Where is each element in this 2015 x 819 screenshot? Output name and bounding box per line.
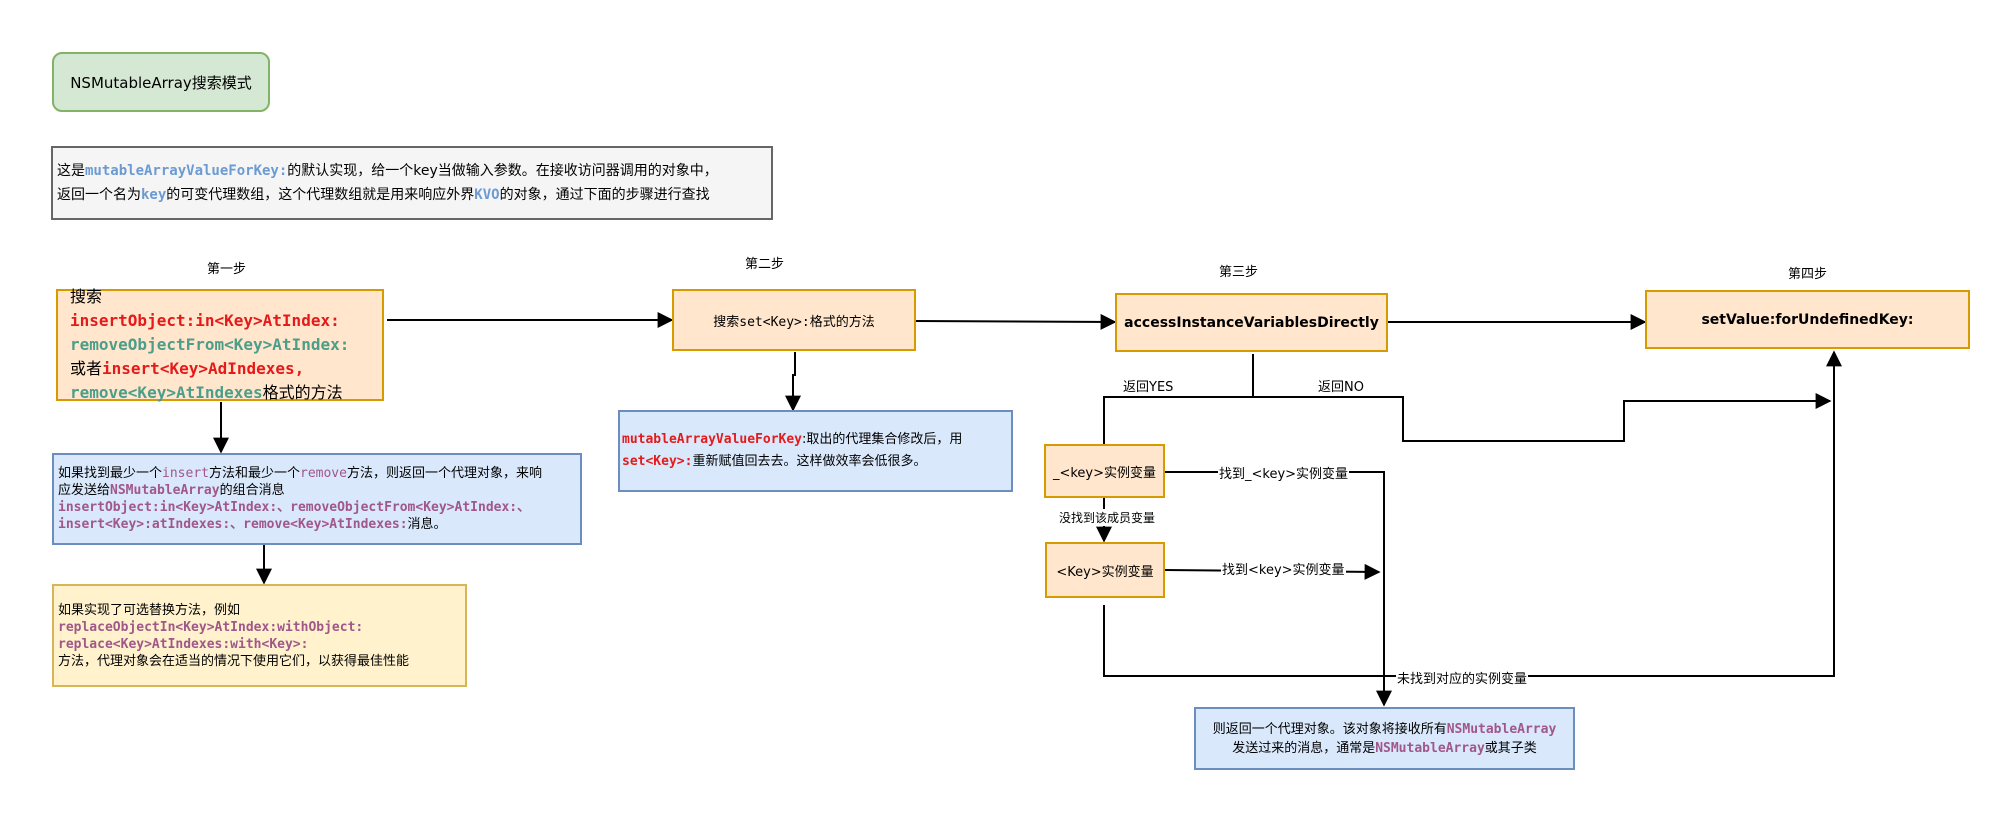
step1-suffix: 格式的方法 [262,383,343,402]
step2-suffix: 格式的方法 [809,314,875,330]
result-text-3: 或其子类 [1484,740,1537,756]
no-label: 返回NO [1318,380,1364,395]
title-box: NSMutableArray搜索模式 [52,52,270,112]
optional-code-2: replace<Key>AtIndexes:with<Key>: [58,636,309,652]
step4-text: setValue:forUndefinedKey: [1701,311,1914,328]
found-code-class: NSMutableArray [110,483,220,498]
step2-note-text: mutableArrayValueForKey:取出的代理集合修改后，用 set… [622,429,962,473]
result-code-2: NSMutableArray [1375,740,1485,756]
intro-text-2: 的默认实现，给一个 [287,163,414,179]
title-text: NSMutableArray搜索模式 [70,73,252,92]
step1-optional-text: 如果实现了可选替换方法，例如 replaceObjectIn<Key>AtInd… [58,602,409,670]
step4-label: 第四步 [1788,267,1828,282]
result-text: 则返回一个代理对象。该对象将接收所有NSMutableArray 发送过来的消息… [1213,720,1557,758]
found-text-2: 方法和最少一个 [208,466,300,481]
step2-prefix: 搜索 [713,314,740,330]
found-code-messages-1: insertObject:in<Key>AtIndex:、removeObjec… [58,500,531,515]
found-text-3: 方法，则返回一个代理对象，来响 [346,466,542,481]
edge-step2-to-note [785,352,801,412]
optional-text-2: 方法，代理对象会在适当的情况下使用它们，以获得最佳性能 [58,653,410,669]
found-text-6: 消息。 [407,517,447,532]
step1-box: 搜索 insertObject:in<Key>AtIndex: removeObj… [56,287,384,402]
found-text-5: 的组合消息 [219,483,285,498]
optional-code-1: replaceObjectIn<Key>AtIndex:withObject: [58,619,364,635]
found-code-messages-2: insert<Key>:atIndexes:、remove<Key>AtInde… [58,517,408,532]
intro-code-key: key [141,187,167,203]
intro-box: 这是mutableArrayValueForKey:的默认实现，给一个key当做… [51,146,773,220]
step1-code-remove: removeObjectFrom<Key>AtIndex: [70,335,350,354]
step1-label: 第一步 [207,262,247,277]
found-text-4: 应发送给 [58,483,111,498]
note-text-1: :取出的代理集合修改后，用 [802,432,963,447]
step1-found-box: 如果找到最少一个insert方法和最少一个remove方法，则返回一个代理对象，… [52,453,582,545]
yes-label: 返回YES [1123,380,1174,395]
intro-text-4: 返回一个名为 [57,187,141,203]
ivar1-box: _<key>实例变量 [1044,444,1165,498]
result-text-2: 发送过来的消息，通常是 [1232,740,1376,756]
step3-label: 第三步 [1219,265,1259,280]
edge-ivar1-found [1165,471,1392,707]
result-box: 则返回一个代理对象。该对象将接收所有NSMutableArray 发送过来的消息… [1194,707,1575,770]
intro-text-1: 这是 [57,163,85,179]
note-code-2: set<Key>: [622,454,693,469]
step1-code-insert-indexes: insert<Key>AdIndexes, [102,359,305,378]
step1-prefix: 搜索 [70,287,103,306]
step1-or: 或者 [70,359,103,378]
edge-step2-to-step3 [914,313,1117,330]
intro-code-kvo: KVO [474,187,500,203]
step2-box: 搜索set<Key>:格式的方法 [672,289,916,351]
step1-optional-box: 如果实现了可选替换方法，例如 replaceObjectIn<Key>AtInd… [52,584,467,687]
intro-text: 这是mutableArrayValueForKey:的默认实现，给一个key当做… [57,159,718,207]
step2-code: set<Key>: [739,314,810,330]
step1-text: 搜索 insertObject:in<Key>AtIndex: removeObj… [70,285,370,405]
step3-box: accessInstanceVariablesDirectly [1115,293,1388,352]
optional-text-1: 如果实现了可选替换方法，例如 [58,602,241,618]
step3-text: accessInstanceVariablesDirectly [1124,314,1379,331]
found-ivar1-label: 找到_<key>实例变量 [1218,463,1350,482]
not-found-ivar-label: 未找到对应的实例变量 [1396,668,1529,687]
ivar1-text: _<key>实例变量 [1052,465,1157,481]
intro-code-method: mutableArrayValueForKey: [85,163,288,179]
found-ivar2-label: 找到<key>实例变量 [1221,559,1346,578]
step2-note-box: mutableArrayValueForKey:取出的代理集合修改后，用 set… [618,410,1013,492]
edge-step3-yes [1103,354,1254,444]
found-code-remove: remove [300,466,347,481]
ivar2-text: <Key>实例变量 [1056,564,1154,580]
step4-box: setValue:forUndefinedKey: [1645,290,1970,349]
found-text-1: 如果找到最少一个 [58,466,163,481]
found-code-insert: insert [162,466,209,481]
step1-found-text: 如果找到最少一个insert方法和最少一个remove方法，则返回一个代理对象，… [58,465,542,533]
note-code-1: mutableArrayValueForKey [622,432,803,447]
step1-code-remove-indexes: remove<Key>AtIndexes [70,383,263,402]
intro-text-5: 的可变代理数组，这个代理数组就是用来响应外界 [166,187,475,203]
step2-label: 第二步 [745,257,785,272]
step1-code-insert: insertObject:in<Key>AtIndex: [70,311,340,330]
ivar2-box: <Key>实例变量 [1045,542,1165,598]
intro-text-6: 的对象，通过下面的步骤进行查找 [499,187,710,203]
result-code-1: NSMutableArray [1446,721,1557,737]
not-found-member-label: 没找到该成员变量 [1058,509,1157,526]
note-text-2: 重新赋值回去去。这样做效率会低很多。 [692,454,927,469]
intro-text-3: key当做输入参数。在接收访问器调用的对象中， [413,163,718,179]
result-text-1: 则返回一个代理对象。该对象将接收所有 [1212,721,1447,737]
step2-text: 搜索set<Key>:格式的方法 [713,311,874,330]
edge-step3-no [1253,393,1832,442]
